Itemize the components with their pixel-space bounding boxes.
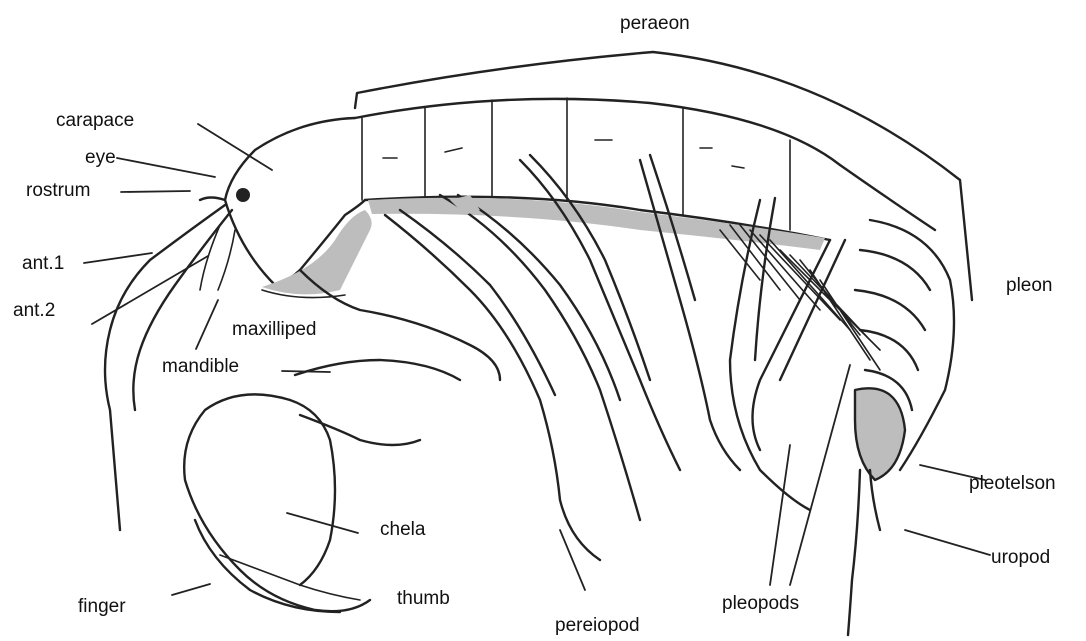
label-eye: eye bbox=[85, 148, 116, 167]
peraeon-bracket bbox=[355, 52, 972, 300]
label-ant2: ant.2 bbox=[13, 301, 55, 320]
label-pleotelson: pleotelson bbox=[969, 474, 1056, 493]
label-mandible: mandible bbox=[162, 357, 239, 376]
label-thumb: thumb bbox=[397, 589, 450, 608]
label-rostrum: rostrum bbox=[26, 181, 90, 200]
pleon-segments bbox=[855, 220, 954, 480]
label-uropod: uropod bbox=[991, 548, 1050, 567]
label-carapace: carapace bbox=[56, 111, 134, 130]
label-pleopods: pleopods bbox=[722, 594, 799, 613]
label-pleon: pleon bbox=[1006, 276, 1053, 295]
label-ant1: ant.1 bbox=[22, 254, 64, 273]
label-maxilliped: maxilliped bbox=[232, 320, 316, 339]
label-finger: finger bbox=[78, 597, 126, 616]
uropod-structure bbox=[848, 470, 880, 635]
label-pereiopod: pereiopod bbox=[555, 616, 640, 635]
label-chela: chela bbox=[380, 520, 425, 539]
label-peraeon: peraeon bbox=[620, 14, 690, 33]
